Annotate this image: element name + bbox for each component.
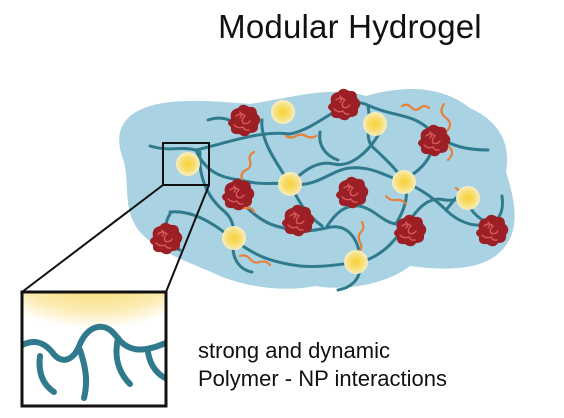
yellow-sphere-icon <box>278 172 302 196</box>
yellow-sphere-icon <box>176 152 200 176</box>
yellow-sphere-icon <box>363 112 387 136</box>
yellow-sphere-icon <box>222 226 246 250</box>
yellow-sphere-icon <box>271 100 295 124</box>
yellow-sphere-icon <box>392 170 416 194</box>
nanoparticles <box>176 100 480 274</box>
caption-line-1: strong and dynamic <box>198 338 390 363</box>
yellow-sphere-icon <box>456 186 480 210</box>
zoom-line-left <box>21 184 164 293</box>
zoom-selection-box <box>162 142 210 186</box>
zoom-inset <box>20 290 168 408</box>
magnified-nanoparticle <box>22 292 166 346</box>
yellow-sphere-icon <box>344 250 368 274</box>
zoom-line-right <box>165 184 210 293</box>
diagram-title: Modular Hydrogel <box>218 8 482 45</box>
caption-line-2: Polymer - NP interactions <box>198 366 448 391</box>
